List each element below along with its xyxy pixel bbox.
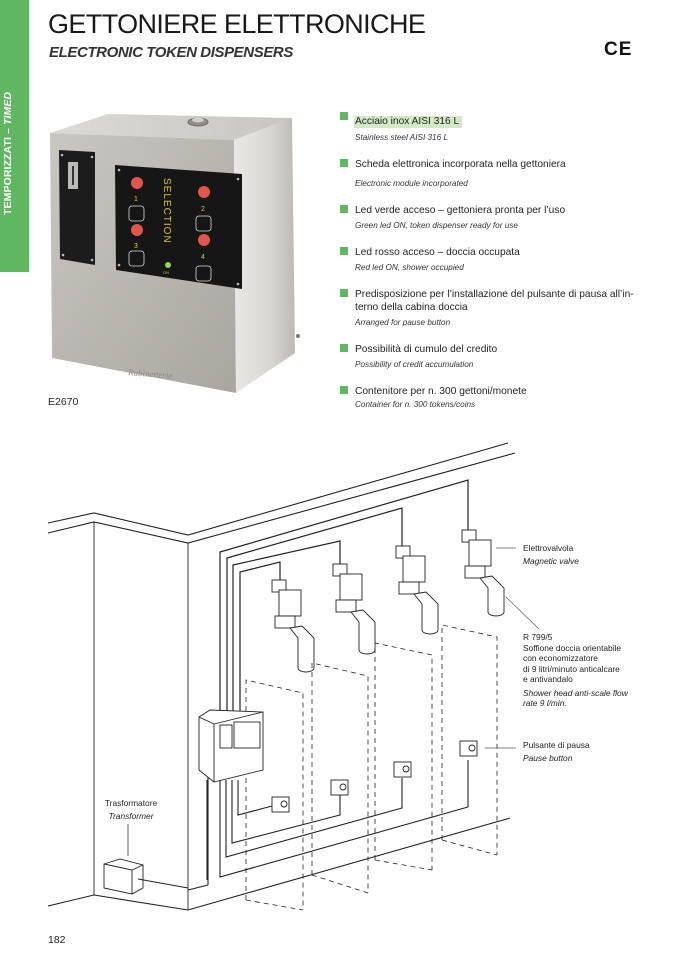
push-button-2 — [195, 215, 212, 232]
page-number: 182 — [48, 934, 66, 946]
valve-4 — [461, 529, 505, 617]
shower-head-en-line: rate 9 l/min. — [523, 698, 567, 708]
feature-item: Contenitore per n. 300 gettoni/monete Co… — [340, 385, 640, 410]
selection-label: SELECTION — [161, 178, 172, 244]
pause-button-label-it: Pulsante di pausa — [523, 740, 590, 750]
product-photo: 1 2 3 4 SELECTION ON Rubinetterie — [50, 114, 300, 393]
channel-number-1: 1 — [134, 196, 138, 203]
bullet-square-icon — [340, 386, 348, 394]
ce-mark-icon: CE — [604, 39, 633, 60]
red-led-1 — [131, 177, 143, 189]
feature-en: Possibility of credit accumulation — [355, 360, 474, 369]
bullet-square-icon — [340, 112, 348, 120]
bullet-square-icon — [340, 205, 348, 213]
channel-number-3: 3 — [134, 243, 138, 250]
leader-lines — [485, 547, 540, 749]
page-subtitle: ELECTRONIC TOKEN DISPENSERS — [49, 44, 293, 61]
section-tab: TEMPORIZZATI – TIMED — [0, 0, 29, 272]
magnetic-valves — [271, 529, 505, 673]
bullet-square-icon — [340, 289, 348, 297]
shower-cubicles — [245, 624, 498, 911]
transformer-label: Trasformatore Transformer — [103, 798, 159, 821]
transformer-label-it: Trasformatore — [104, 798, 158, 808]
valve-2 — [332, 563, 376, 655]
feature-en: Green led ON, token dispenser ready for … — [355, 221, 518, 230]
feature-item: Possibilità di cumulo del credito Possib… — [340, 343, 640, 370]
selection-panel — [115, 165, 242, 289]
feature-it: Led verde acceso – gettoniera pronta per… — [355, 205, 566, 216]
brand-logo: Rubinetterie — [127, 367, 172, 381]
supply-pipes — [219, 479, 469, 720]
bullet-square-icon — [340, 247, 348, 255]
feature-item: Predisposizione per l’installazione del … — [340, 288, 640, 328]
push-button-1 — [128, 205, 145, 222]
feature-it: Contenitore per n. 300 gettoni/monete — [355, 386, 527, 397]
feature-en: Arranged for pause button — [355, 318, 451, 327]
box-top — [50, 114, 292, 140]
feature-en: Red led ON, shower occupied — [355, 263, 464, 272]
feature-list: Acciaio inox AISI 316 L Stainless steel … — [340, 111, 640, 410]
valve-3 — [395, 545, 439, 635]
bullet-square-icon — [340, 344, 348, 352]
transformer — [103, 824, 189, 895]
push-button-4 — [195, 265, 212, 282]
feature-en: Electronic module incorporated — [355, 179, 468, 188]
section-tab-label: TEMPORIZZATI – TIMED — [2, 92, 14, 215]
control-box — [198, 709, 264, 783]
shower-head-it-line: di 9 litri/minuto anticalcare — [523, 663, 620, 674]
feature-item: Acciaio inox AISI 316 L Stainless steel … — [340, 111, 640, 143]
shower-head-it-line: con economizzatore — [523, 653, 598, 663]
valve-label-en: Magnetic valve — [523, 555, 579, 566]
pause-button-wiring — [206, 760, 469, 880]
valve-label: Elettrovalvola Magnetic valve — [523, 543, 579, 566]
wall-outline — [47, 442, 516, 911]
product-code: E2670 — [48, 396, 79, 408]
transformer-label-en: Transformer — [108, 810, 154, 821]
red-led-2 — [198, 186, 210, 198]
box-side — [234, 118, 295, 393]
feature-it: Led rosso acceso – doccia occupata — [355, 247, 520, 258]
shower-head-it-line: e antivandalo — [523, 674, 573, 684]
on-label: ON — [163, 270, 169, 275]
red-led-4 — [198, 234, 210, 246]
red-led-3 — [131, 224, 143, 236]
page-title: GETTONIERE ELETTRONICHE — [48, 9, 426, 39]
feature-en: Stainless steel AISI 316 L — [355, 133, 448, 142]
shower-head-it-line: Soffione doccia orientabile — [523, 642, 622, 653]
valve-label-it: Elettrovalvola — [523, 543, 574, 553]
feature-it: Scheda elettronica incorporata nella get… — [355, 159, 566, 170]
channel-number-2: 2 — [201, 206, 205, 213]
feature-item: Led verde acceso – gettoniera pronta per… — [340, 204, 640, 231]
feature-it: Predisposizione per l’installazione del … — [355, 289, 634, 313]
pause-button-label: Pulsante di pausa Pause button — [523, 740, 590, 763]
pause-buttons — [271, 740, 478, 813]
shower-head-en-line: Shower head anti-scale flow — [523, 687, 628, 698]
feature-item: Scheda elettronica incorporata nella get… — [340, 158, 640, 189]
shower-head-label: R 799/5 Soffione doccia orientabile con … — [523, 632, 628, 709]
section-tab-en: TIMED — [2, 91, 14, 126]
section-tab-separator: – — [2, 125, 14, 137]
shower-head-code: R 799/5 — [523, 632, 553, 642]
feature-item: Led rosso acceso – doccia occupata Red l… — [340, 246, 640, 273]
pause-button-label-en: Pause button — [523, 752, 573, 763]
green-led — [165, 262, 171, 268]
section-tab-it: TEMPORIZZATI — [2, 137, 14, 215]
feature-it: Acciaio inox AISI 316 L — [354, 116, 463, 128]
bullet-square-icon — [340, 159, 348, 167]
feature-it: Possibilità di cumulo del credito — [355, 344, 498, 355]
valve-1 — [271, 579, 315, 673]
feature-en: Container for n. 300 tokens/coins — [355, 400, 476, 409]
installation-diagram — [47, 442, 540, 911]
push-button-3 — [128, 250, 145, 267]
channel-number-4: 4 — [201, 254, 205, 261]
